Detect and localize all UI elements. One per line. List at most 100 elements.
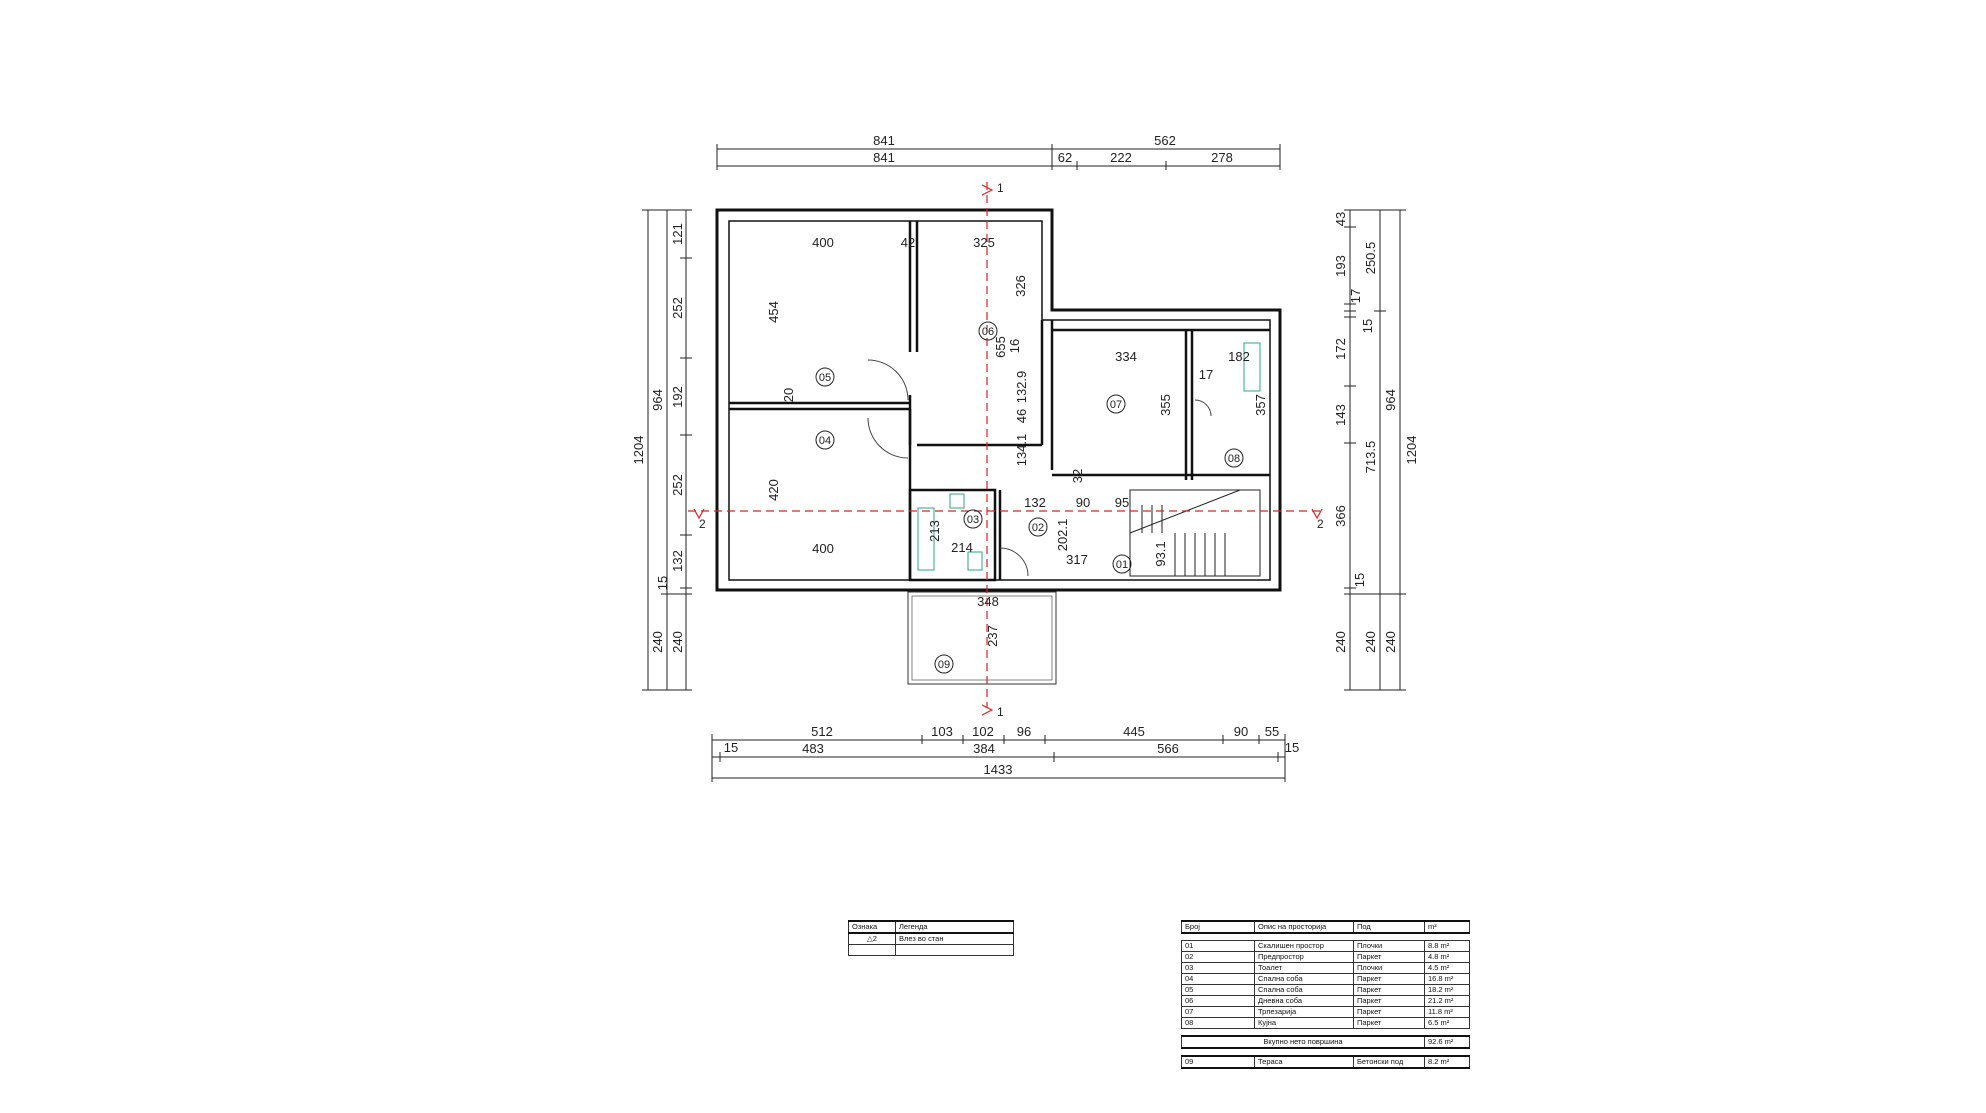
terrace-outline	[907, 591, 1057, 685]
dim-right-mid: 250.5	[1363, 242, 1378, 275]
dim-top-inner: 222	[1110, 150, 1132, 165]
room-tag-label: 09	[938, 659, 950, 671]
dim-top-outer: 562	[1154, 133, 1176, 148]
dim-interior: 214	[951, 540, 973, 555]
room-tag-circle	[1224, 448, 1244, 468]
dim-right-segment: 43	[1333, 212, 1348, 226]
dim-interior: 134.1	[1014, 434, 1029, 467]
room-tag-circle	[815, 430, 835, 450]
terrace-row: 09 Тераса Бетонски под 8.2 m²	[1181, 1055, 1470, 1069]
section-lines	[688, 182, 1320, 708]
dim-left-mid: 964	[650, 389, 665, 411]
dim-interior: 42	[901, 235, 915, 250]
room-tag-label: 06	[982, 326, 994, 338]
bathroom-fixtures	[917, 342, 1261, 571]
legend-empty-row	[848, 944, 1014, 956]
dim-bottom-row1: 55	[1265, 724, 1279, 739]
sink	[967, 551, 983, 571]
room-tag-circle	[1106, 394, 1126, 414]
door-swings	[867, 359, 1212, 577]
section-mark-right: 2	[1317, 517, 1324, 531]
dim-left-total: 1204	[631, 436, 646, 465]
dim-left-mid: 240	[650, 631, 665, 653]
section-mark-left: 2	[699, 517, 706, 531]
bathtub	[917, 507, 935, 571]
dim-right-segment: 193	[1333, 255, 1348, 277]
dim-right-total: 1204	[1404, 436, 1419, 465]
dim-interior: 400	[812, 541, 834, 556]
dim-bottom-row1: 445	[1123, 724, 1145, 739]
dim-bottom-row2: 15	[1285, 740, 1299, 755]
room-tag-label: 01	[1116, 559, 1128, 571]
dim-right-segment: 143	[1333, 404, 1348, 426]
staircase	[1129, 489, 1261, 577]
dim-interior: 32	[1070, 469, 1085, 483]
room-tag-circle	[978, 321, 998, 341]
entrance-triangle-icon: △	[867, 934, 873, 943]
dim-right-mid: 713.5	[1363, 441, 1378, 474]
dim-right-col3: 964	[1383, 389, 1398, 411]
dim-interior: 454	[766, 301, 781, 323]
dim-bottom-row1: 103	[931, 724, 953, 739]
dim-bottom-row1: 512	[811, 724, 833, 739]
section-markers	[693, 184, 1323, 716]
dim-bottom-row2: 384	[973, 741, 995, 756]
dim-interior: 348	[977, 594, 999, 609]
dim-bottom-row1: 102	[972, 724, 994, 739]
dim-interior: 202.1	[1055, 519, 1070, 552]
toilet	[949, 493, 965, 509]
room-tag-label: 07	[1110, 399, 1122, 411]
legend-text: Влез во стан	[895, 932, 1014, 945]
dim-left-segment: 132	[670, 550, 685, 572]
dim-interior: 132.9	[1014, 371, 1029, 404]
dim-right-segment: 172	[1333, 338, 1348, 360]
legend-header-row: Ознака Легенда	[848, 920, 1014, 934]
legend-table: Ознака Легенда △2 Влез во стан	[848, 920, 1014, 956]
dim-right-segment: 15	[1360, 319, 1375, 333]
room-tag-circle	[1112, 554, 1132, 574]
dim-left-segment: 252	[670, 297, 685, 319]
dim-left-segment: 240	[670, 631, 685, 653]
dim-interior: 420	[766, 479, 781, 501]
dim-interior: 400	[812, 235, 834, 250]
room-tag-label: 05	[819, 372, 831, 384]
col-floor-header: Под	[1353, 920, 1425, 934]
room-tag-label: 02	[1032, 522, 1044, 534]
dim-bottom-row2: 15	[724, 740, 738, 755]
col-area-header: m²	[1424, 920, 1470, 934]
dim-interior: 237	[985, 625, 1000, 647]
legend-col-text-header: Легенда	[895, 920, 1014, 934]
dim-interior: 334	[1115, 349, 1137, 364]
section-mark-bottom: 1	[997, 705, 1004, 719]
rooms-header-row: Број Опис на просторија Под m²	[1181, 920, 1470, 934]
legend-symbol-number: 2	[872, 934, 877, 943]
total-row: Вкупно нето површина 92.6 m²	[1181, 1035, 1470, 1049]
dim-left-segment: 252	[670, 474, 685, 496]
dim-interior: 317	[1066, 552, 1088, 567]
room-tag-circle	[1028, 517, 1048, 537]
col-description-header: Опис на просторија	[1254, 920, 1354, 934]
dimension-lines	[642, 144, 1406, 782]
dim-top-inner: 62	[1058, 150, 1072, 165]
room-tag-circle	[963, 509, 983, 529]
dim-interior: 213	[927, 520, 942, 542]
section-mark-top: 1	[997, 181, 1004, 195]
kitchen-counter	[1243, 342, 1261, 392]
dim-top-inner: 278	[1211, 150, 1233, 165]
dim-interior: 20	[781, 388, 796, 402]
col-number-header: Број	[1181, 920, 1255, 934]
dim-top-inner: 841	[873, 150, 895, 165]
dim-interior: 93.1	[1153, 541, 1168, 566]
dim-left-segment: 121	[670, 223, 685, 245]
dim-bottom-total: 1433	[984, 762, 1013, 777]
room-tag-label: 04	[819, 435, 831, 447]
